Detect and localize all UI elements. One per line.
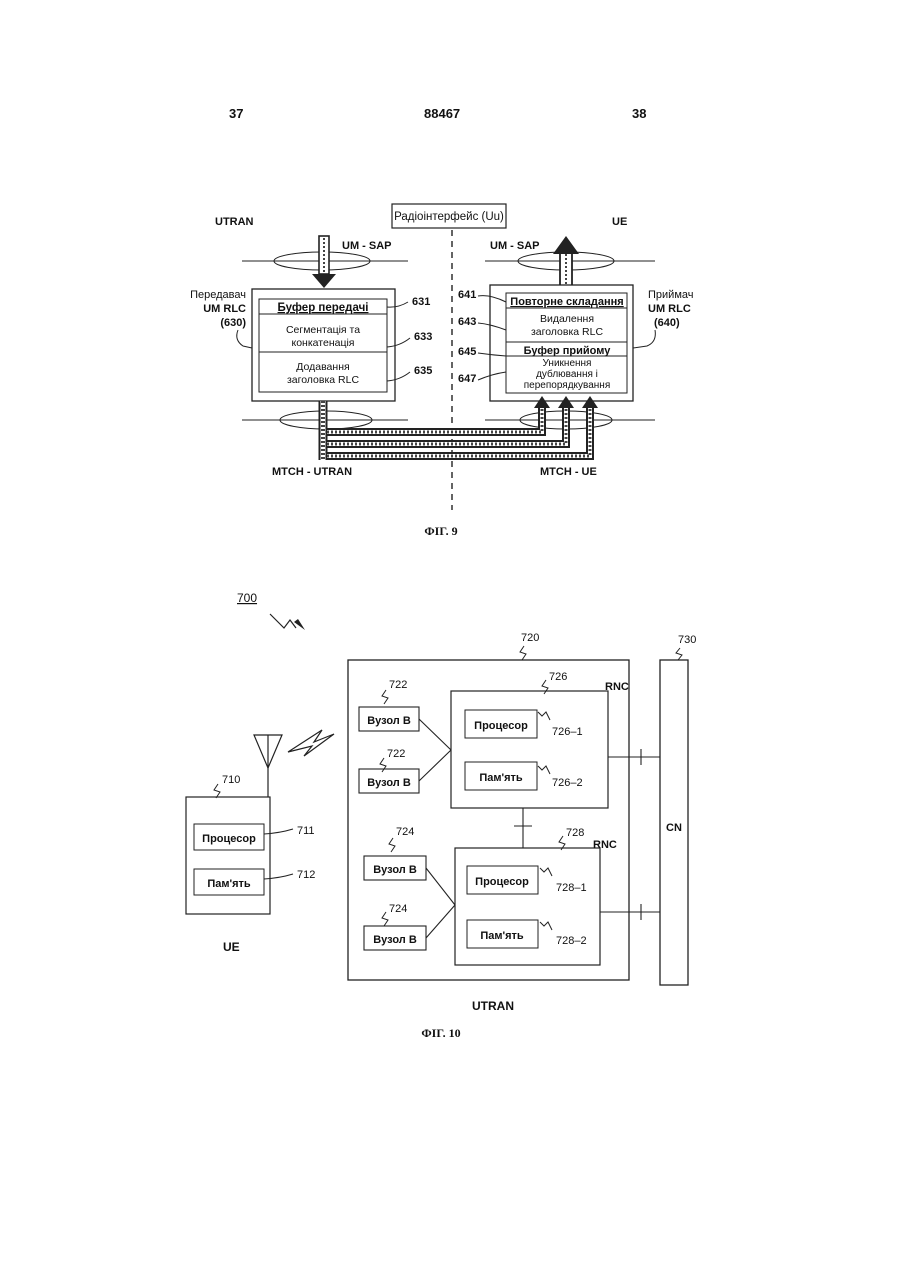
cn-box: [660, 660, 688, 985]
ref-633: 633: [414, 331, 432, 343]
ref-647: 647: [458, 373, 476, 385]
node-b-722-a-label: Вузол B: [367, 715, 411, 727]
transmitter-label-line1: Передавач: [190, 289, 246, 301]
ref-726-1: 726–1: [552, 726, 583, 738]
ref-728-1: 728–1: [556, 882, 587, 894]
node-b-724-b-label: Вузол B: [373, 934, 417, 946]
ue-box: [186, 797, 270, 914]
um-sap-right-label: UM - SAP: [490, 240, 540, 252]
node-b-724-a: [364, 856, 426, 880]
tx-buffer-label: Буфер передачі: [278, 302, 369, 314]
figure-10-caption: ФІГ. 10: [421, 1026, 460, 1040]
utran-box: [348, 660, 629, 980]
um-sap-left-label: UM - SAP: [342, 240, 392, 252]
ref-730: 730: [678, 634, 696, 646]
ref-728-2: 728–2: [556, 935, 587, 947]
receiver-label-line2: UM RLC: [648, 303, 691, 315]
node-b-722-b-label: Вузол B: [367, 777, 411, 789]
rx-dedup-line3: перепорядкування: [524, 380, 610, 391]
ref-700: 700: [237, 591, 257, 605]
antenna-icon: [254, 735, 282, 798]
ref-710: 710: [222, 774, 240, 786]
rnc2-box: [455, 848, 600, 965]
rnc1-processor-box: [465, 710, 537, 738]
radio-interface-label: Радіоінтерфейс (Uu): [394, 211, 504, 223]
ref-724-a: 724: [396, 826, 414, 838]
utran-label: UTRAN: [472, 999, 514, 1013]
ref-635: 635: [414, 365, 432, 377]
rnc1-label: RNC: [605, 681, 629, 693]
ref-720: 720: [521, 632, 539, 644]
rx-dedup-line1: Уникнення: [543, 358, 592, 369]
ref-643: 643: [458, 316, 476, 328]
figure-9-caption: ФІГ. 9: [424, 524, 457, 538]
mtch-transport-paths: [323, 401, 590, 460]
ref-711: 711: [297, 825, 315, 837]
rx-buffer-label: Буфер прийому: [524, 345, 612, 357]
ue-memory-label: Пам'ять: [207, 878, 251, 890]
utran-side-label: UTRAN: [215, 216, 254, 228]
rx-reassembly-label: Повторне складання: [510, 296, 623, 308]
rx-header-remove-line2: заголовка RLC: [531, 326, 604, 338]
figure-9: Радіоінтерфейс (Uu) UTRAN UE UM - SAP UM…: [0, 0, 900, 560]
rnc1-processor-label: Процесор: [474, 720, 528, 732]
ue-label: UE: [223, 940, 240, 954]
rx-header-remove-line1: Видалення: [540, 313, 594, 325]
ref-712: 712: [297, 869, 315, 881]
rx-dedup-line2: дублювання і: [536, 368, 598, 380]
ref-726-2: 726–2: [552, 777, 583, 789]
tx-header-add-line1: Додавання: [296, 361, 349, 373]
ref-645: 645: [458, 346, 476, 358]
rnc1-memory-label: Пам'ять: [479, 772, 523, 784]
node-b-722-a: [359, 707, 419, 731]
ue-memory-box: [194, 869, 264, 895]
receiver-label-line3: (640): [654, 317, 680, 329]
tx-segmentation-line2: конкатенація: [292, 337, 355, 349]
mtch-utran-label: MTCH - UTRAN: [272, 466, 352, 478]
ref-726: 726: [549, 671, 567, 683]
tx-header-add-line2: заголовка RLC: [287, 374, 360, 386]
ref-722-b: 722: [387, 748, 405, 760]
receiver-label-line1: Приймач: [648, 289, 693, 301]
rnc2-memory-label: Пам'ять: [480, 930, 524, 942]
rnc2-label: RNC: [593, 839, 617, 851]
rnc1-box: [451, 691, 608, 808]
uplink-output-arrow: [560, 252, 572, 286]
ue-processor-label: Процесор: [202, 833, 256, 845]
ref-722-a: 722: [389, 679, 407, 691]
rnc2-processor-box: [467, 866, 538, 894]
cn-label: CN: [666, 822, 682, 834]
rnc2-memory-box: [467, 920, 538, 948]
transmitter-label-line2: UM RLC: [203, 303, 246, 315]
node-b-724-b: [364, 926, 426, 950]
ref-631: 631: [412, 296, 430, 308]
ref-641: 641: [458, 289, 476, 301]
ref-724-b: 724: [389, 903, 407, 915]
node-b-722-b: [359, 769, 419, 793]
ue-side-label: UE: [612, 216, 627, 228]
node-b-724-a-label: Вузол B: [373, 864, 417, 876]
rnc1-memory-box: [465, 762, 537, 790]
mtch-ue-label: MTCH - UE: [540, 466, 597, 478]
ue-processor-box: [194, 824, 264, 850]
rnc2-processor-label: Процесор: [475, 876, 529, 888]
tx-segmentation-line1: Сегментація та: [286, 324, 360, 336]
transmitter-label-line3: (630): [220, 317, 246, 329]
radio-link-icon: [288, 730, 334, 756]
ref-728: 728: [566, 827, 584, 839]
